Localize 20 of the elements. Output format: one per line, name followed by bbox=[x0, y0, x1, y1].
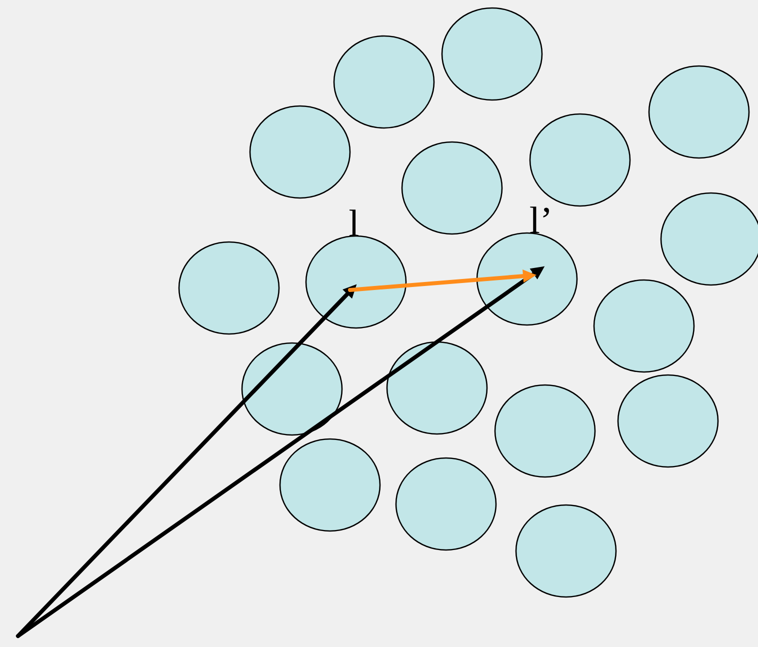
circle bbox=[386, 341, 488, 435]
circle bbox=[617, 374, 719, 468]
circle bbox=[593, 279, 695, 373]
circle bbox=[178, 241, 280, 335]
circle bbox=[441, 7, 543, 101]
circle bbox=[476, 232, 578, 326]
circle bbox=[660, 192, 758, 286]
circle bbox=[395, 457, 497, 551]
circle bbox=[648, 65, 750, 159]
circle bbox=[241, 342, 343, 436]
circle bbox=[529, 113, 631, 207]
circle bbox=[494, 384, 596, 478]
circle bbox=[305, 235, 407, 329]
circle bbox=[279, 438, 381, 532]
circle bbox=[249, 105, 351, 199]
point-label: l’ bbox=[530, 206, 549, 233]
circle bbox=[515, 504, 617, 598]
circle bbox=[401, 141, 503, 235]
circle bbox=[333, 35, 435, 129]
point-label: l bbox=[350, 210, 359, 236]
